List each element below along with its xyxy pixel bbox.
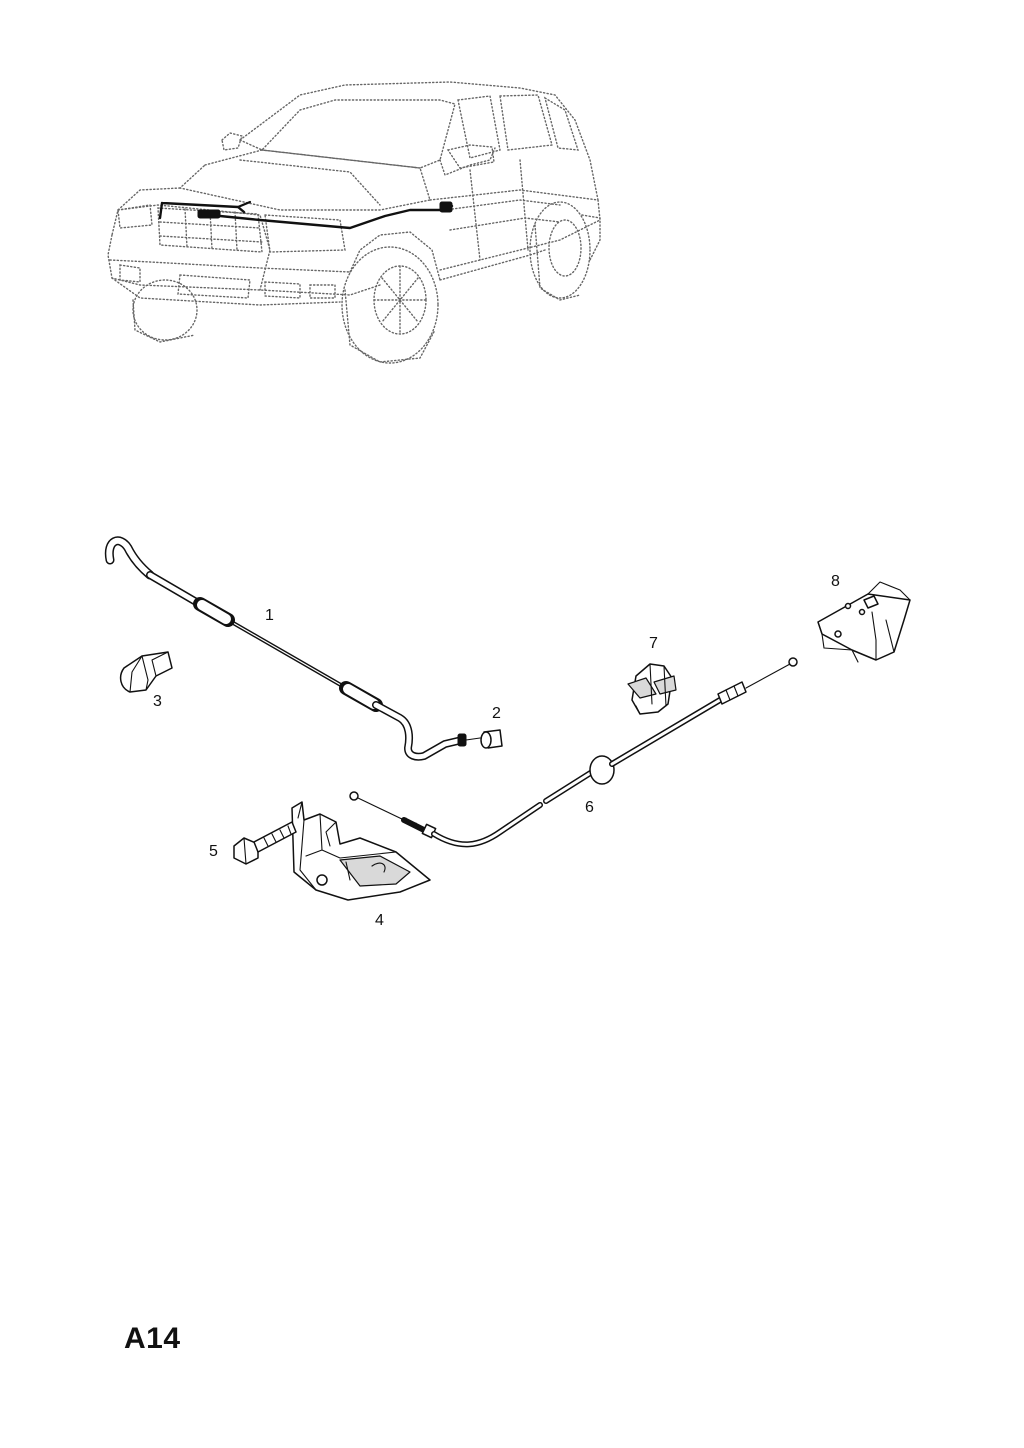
callout-6: 6 — [585, 799, 594, 816]
part-8-bracket — [817, 581, 911, 663]
part-6-release-cable — [349, 657, 798, 848]
callout-4: 4 — [375, 912, 384, 929]
callout-2: 2 — [492, 705, 501, 722]
callout-8: 8 — [831, 573, 840, 590]
callout-5: 5 — [209, 843, 218, 860]
page-code: A14 — [124, 1322, 181, 1355]
callout-3: 3 — [153, 693, 162, 710]
callout-7: 7 — [649, 635, 658, 652]
part-1-cable — [104, 536, 481, 761]
part-4-hood-latch — [291, 801, 431, 901]
callout-1: 1 — [265, 607, 274, 624]
vehicle-illustration — [107, 81, 601, 364]
part-7-clip — [627, 663, 677, 715]
part-2-grommet — [480, 729, 503, 749]
part-5-bolt — [233, 821, 297, 865]
part-3-clip — [119, 651, 173, 693]
